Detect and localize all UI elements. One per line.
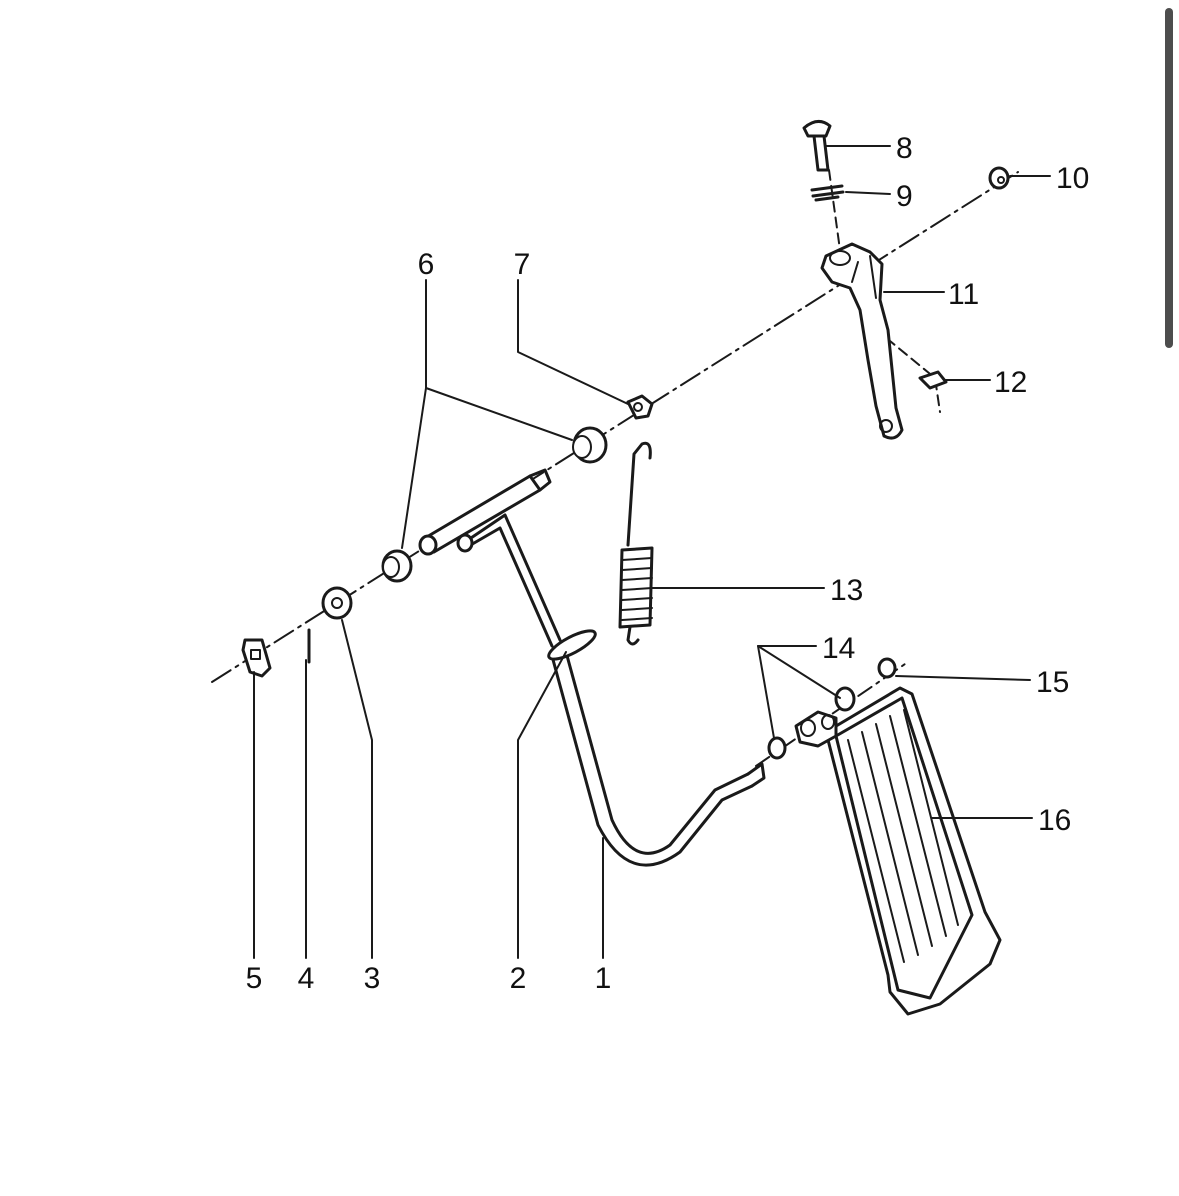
part-12-clip bbox=[918, 370, 948, 390]
callout-2: 2 bbox=[510, 962, 527, 995]
part-5-retainer-clip bbox=[241, 638, 272, 678]
part-1-pedal-lever bbox=[418, 468, 766, 867]
callout-10: 10 bbox=[1056, 162, 1089, 195]
part-15-clip bbox=[877, 657, 897, 679]
part-9-spring-washer bbox=[810, 184, 845, 202]
part-6-bushing-lower bbox=[381, 549, 413, 583]
callout-11: 11 bbox=[948, 278, 979, 311]
callout-16: 16 bbox=[1038, 804, 1071, 837]
callout-9: 9 bbox=[896, 180, 913, 213]
part-6-bushing-upper bbox=[572, 426, 608, 464]
callout-5: 5 bbox=[246, 962, 263, 995]
callout-13: 13 bbox=[830, 574, 863, 607]
bolt-axis-line bbox=[828, 169, 841, 251]
part-13-return-spring bbox=[618, 441, 654, 646]
callout-3: 3 bbox=[364, 962, 381, 995]
part-10-nut bbox=[988, 166, 1010, 190]
part-14-washer-outer bbox=[834, 686, 856, 712]
part-2-boot-flange bbox=[547, 629, 597, 661]
callout-7: 7 bbox=[514, 248, 531, 281]
vertical-scrollbar-thumb[interactable] bbox=[1165, 8, 1173, 348]
part-14-washer-inner bbox=[767, 736, 787, 760]
part-16-pedal-pad bbox=[794, 686, 1002, 1016]
callout-1: 1 bbox=[595, 962, 612, 995]
callout-14: 14 bbox=[822, 632, 855, 665]
part-7-nut bbox=[626, 394, 654, 420]
callout-15: 15 bbox=[1036, 666, 1069, 699]
leader-lines bbox=[253, 145, 1051, 959]
part-8-bolt bbox=[802, 120, 832, 172]
callout-6: 6 bbox=[418, 248, 435, 281]
callout-8: 8 bbox=[896, 132, 913, 165]
part-3-washer bbox=[321, 586, 353, 620]
callout-12: 12 bbox=[994, 366, 1027, 399]
callout-4: 4 bbox=[298, 962, 315, 995]
part-11-bracket bbox=[820, 242, 904, 440]
